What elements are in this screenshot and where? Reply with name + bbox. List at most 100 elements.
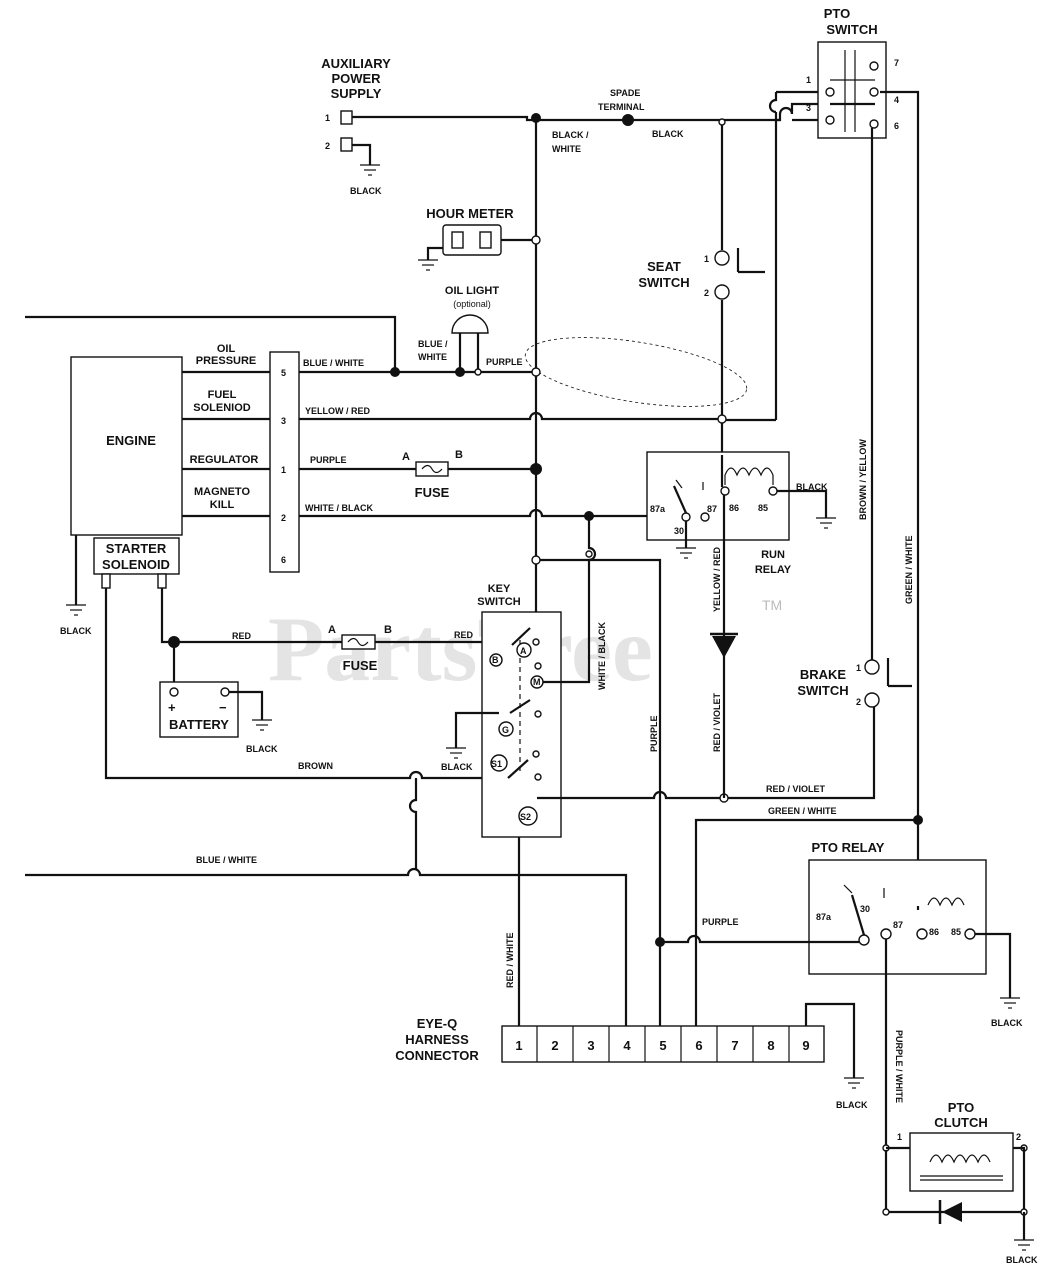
brake-title-1: BRAKE (800, 667, 847, 682)
engine-body (70, 356, 183, 536)
pto-clutch-pin-2: 2 (1016, 1132, 1021, 1142)
starter-title-2: SOLENOID (102, 557, 170, 572)
starter-ground: BLACK (60, 626, 92, 636)
pto-switch-title-1: PTO (824, 6, 851, 21)
eyeq-connector: EYE-Q HARNESS CONNECTOR 1 2 3 4 5 6 7 8 … (395, 1002, 868, 1110)
seat-switch-title-2: SWITCH (638, 275, 689, 290)
eyeq-body (501, 1025, 825, 1063)
pto-clutch: PTO CLUTCH 1 2 BLACK (882, 1100, 1038, 1265)
engine-title: ENGINE (106, 433, 156, 448)
aux-title-2: POWER (331, 71, 381, 86)
spade-terminal-1: SPADE (610, 88, 640, 98)
eyeq-pin-7: 7 (731, 1038, 738, 1053)
engine: ENGINE OIL PRESSURE FUEL SOLENIOD REGULA… (70, 343, 300, 573)
engine-pin-3: 3 (281, 416, 286, 426)
pto-relay-30: 30 (860, 904, 870, 914)
wire-label-red-starter: RED (232, 631, 252, 641)
eyeq-pin-8: 8 (767, 1038, 774, 1053)
brake-title-2: SWITCH (797, 683, 848, 698)
pto-relay-86: 86 (929, 927, 939, 937)
key-switch-ground: BLACK (441, 762, 473, 772)
battery-minus: − (219, 700, 227, 715)
pto-switch-pin-6: 6 (894, 121, 899, 131)
key-terminal-s1: S1 (491, 759, 502, 769)
engine-oil-1: OIL (217, 343, 236, 355)
wire-label-purple-reg: PURPLE (310, 455, 347, 465)
starter-title-1: STARTER (106, 541, 167, 556)
eyeq-pin-5: 5 (659, 1038, 666, 1053)
run-relay-86: 86 (729, 503, 739, 513)
wire-label-white-black-v: WHITE / BLACK (597, 622, 607, 690)
battery: + − BATTERY BLACK (159, 642, 278, 754)
fuse-top: A B FUSE (402, 449, 463, 500)
fuse-top-a: A (402, 451, 410, 463)
run-relay-title-2: RELAY (755, 564, 792, 576)
wire-label-purple-v: PURPLE (649, 715, 659, 752)
aux-pin-1: 1 (325, 113, 330, 123)
engine-connector (269, 351, 300, 573)
pto-switch-title-2: SWITCH (826, 22, 877, 37)
pto-relay-ground: BLACK (991, 1018, 1023, 1028)
pto-clutch-body (909, 1132, 1014, 1192)
wire-label-green-white-h: GREEN / WHITE (768, 806, 837, 816)
run-relay-30: 30 (674, 526, 684, 536)
wire-label-brown-yellow: BROWN / YELLOW (858, 439, 868, 520)
starter-solenoid: STARTER SOLENOID (93, 537, 180, 589)
wire-label-black-white-2: WHITE (552, 144, 581, 154)
pto-switch-pin-7: 7 (894, 58, 899, 68)
pto-clutch-title-1: PTO (948, 1100, 975, 1115)
engine-oil-2: PRESSURE (196, 355, 257, 367)
pto-relay: PTO RELAY 87a 30 87 86 85 BLACK (808, 840, 1023, 1028)
hour-meter-title: HOUR METER (426, 206, 514, 221)
pto-relay-87a: 87a (816, 912, 832, 922)
auxiliary-power-supply: AUXILIARY POWER SUPPLY 1 2 BLACK (321, 56, 391, 196)
pto-relay-title: PTO RELAY (812, 840, 885, 855)
oil-light: OIL LIGHT (optional) (445, 285, 499, 372)
engine-pin-1: 1 (281, 465, 286, 475)
eyeq-title-1: EYE-Q (417, 1016, 457, 1031)
aux-pin-2: 2 (325, 141, 330, 151)
eyeq-title-2: HARNESS (405, 1032, 469, 1047)
pto-switch-pin-1: 1 (806, 75, 811, 85)
aux-title-1: AUXILIARY (321, 56, 391, 71)
diode-run (710, 632, 738, 658)
seat-switch: 1 2 SEAT SWITCH (638, 248, 765, 300)
eyeq-pin-9: 9 (802, 1038, 809, 1053)
wire-label-yellow-red: YELLOW / RED (305, 406, 371, 416)
fuse-top-b: B (455, 449, 463, 461)
key-switch-title-1: KEY (488, 583, 511, 595)
run-relay-body (646, 451, 790, 541)
brake-switch: 1 2 BRAKE SWITCH (797, 658, 912, 708)
spade-terminal-2: TERMINAL (598, 102, 645, 112)
brake-pin-1: 1 (856, 663, 861, 673)
aux-feed-wire (352, 102, 818, 122)
watermark-tm: TM (762, 597, 782, 613)
engine-regulator: REGULATOR (190, 454, 259, 466)
seat-pin-1: 1 (704, 254, 709, 264)
engine-fuel-2: SOLENIOD (193, 402, 251, 414)
key-terminal-s2: S2 (520, 812, 531, 822)
fuse-bottom: A B FUSE (328, 624, 392, 673)
wire-label-purple-white-v: PURPLE / WHITE (894, 1030, 904, 1103)
pto-relay-body (808, 859, 987, 975)
key-terminal-a: A (520, 646, 527, 656)
wire-label-red-violet-v: RED / VIOLET (712, 692, 722, 752)
wire-label-white-black: WHITE / BLACK (305, 503, 373, 513)
brake-pin-2: 2 (856, 697, 861, 707)
oil-light-sub: (optional) (453, 299, 491, 309)
run-relay-87a: 87a (650, 504, 666, 514)
eyeq-pin-1: 1 (515, 1038, 522, 1053)
wire-label-purple-top: PURPLE (486, 357, 523, 367)
battery-ground: BLACK (246, 744, 278, 754)
run-relay-title-1: RUN (761, 549, 785, 561)
eyeq-title-3: CONNECTOR (395, 1048, 479, 1063)
pto-switch-pin-4: 4 (894, 95, 899, 105)
engine-magneto-2: KILL (210, 499, 235, 511)
wire-label-blue-white-light-2: WHITE (418, 352, 447, 362)
aux-title-3: SUPPLY (331, 86, 382, 101)
engine-magneto-1: MAGNETO (194, 486, 250, 498)
eyeq-pin-6: 6 (695, 1038, 702, 1053)
fuse-bottom-label: FUSE (343, 658, 378, 673)
pto-switch: PTO SWITCH 1 3 7 4 6 (806, 6, 899, 139)
